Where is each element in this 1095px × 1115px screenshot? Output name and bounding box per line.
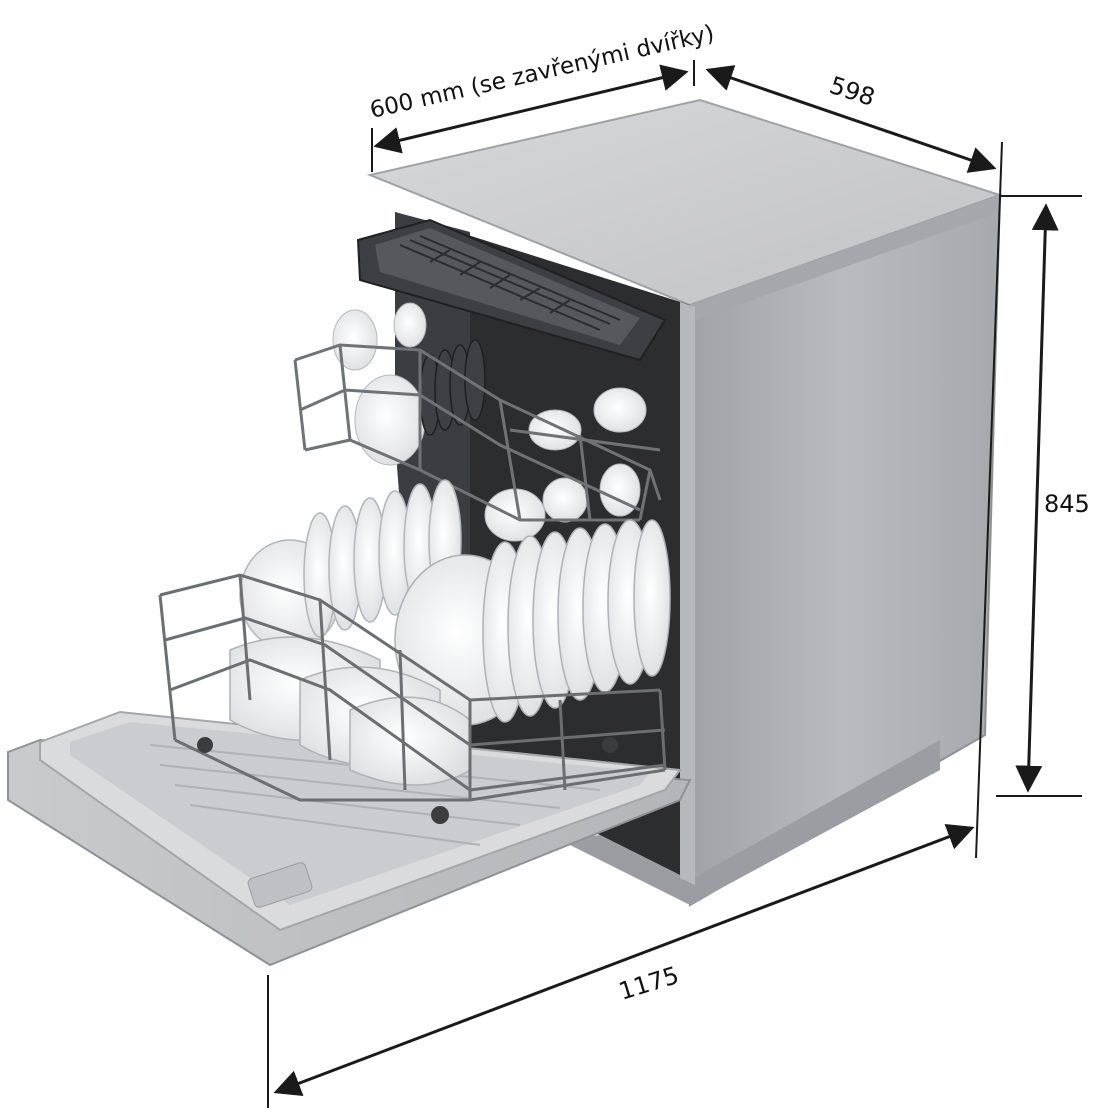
lower-rack (158, 479, 671, 824)
open-depth-dimension-arrow (273, 823, 975, 1097)
dimension-lines (267, 60, 1082, 1108)
height-label: 845 (1044, 490, 1090, 518)
width-dimension-arrow (373, 64, 689, 154)
depth-dimension-arrow (705, 65, 997, 173)
open-depth-label: 1175 (616, 961, 683, 1006)
depth-label: 598 (826, 71, 878, 112)
upper-rack (293, 302, 662, 542)
cutlery-tray (356, 218, 667, 362)
height-dimension-arrow (1015, 203, 1059, 793)
height-reference-line (975, 141, 1003, 859)
